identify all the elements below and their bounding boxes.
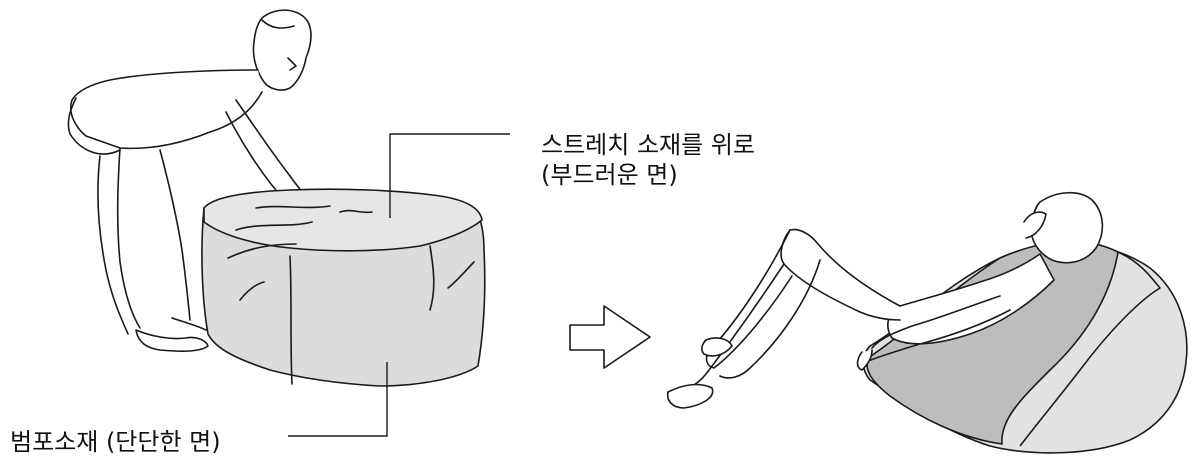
canvas-material-label: 범포소재 (단단한 면) [10, 427, 221, 457]
right-arrow-icon [570, 306, 650, 368]
stretch-label-line2: (부드러운 면) [541, 160, 755, 190]
stretch-label-line1: 스트레치 소재를 위로 [541, 130, 755, 160]
bean-bag-cube [202, 189, 485, 386]
stretch-material-label: 스트레치 소재를 위로 (부드러운 면) [541, 130, 755, 190]
